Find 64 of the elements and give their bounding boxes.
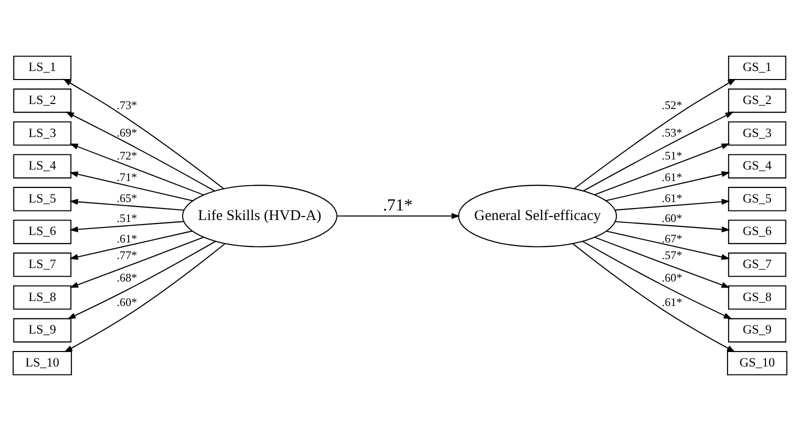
arrow <box>69 221 184 232</box>
node-box: LS_3 <box>13 121 72 146</box>
edge-label: .68* <box>116 271 138 284</box>
arrow <box>615 221 730 232</box>
node-box: GS_2 <box>728 88 786 113</box>
arrow <box>62 78 224 189</box>
edge-label: .72* <box>116 150 138 163</box>
node-box: LS_10 <box>12 350 72 376</box>
node-box: GS_4 <box>728 154 786 178</box>
arrow <box>606 171 730 202</box>
node-box: GS_9 <box>728 318 786 342</box>
arrow <box>69 198 184 211</box>
node-box: LS_1 <box>13 56 72 80</box>
edge-label: .53* <box>662 126 682 140</box>
edge-label: .52* <box>662 98 682 112</box>
edge-label: .60* <box>116 296 138 309</box>
arrow <box>614 198 730 211</box>
edge-label: .60* <box>662 212 682 226</box>
node-ellipse: General Self-efficacy <box>458 184 618 248</box>
arrow <box>70 236 204 288</box>
node-box: LS_8 <box>13 285 72 310</box>
arrow <box>582 240 732 320</box>
node-box: GS_8 <box>728 285 786 310</box>
edge-label: .51* <box>662 150 682 163</box>
node-box: LS_5 <box>13 186 72 212</box>
node-box: GS_1 <box>728 56 786 80</box>
arrow <box>606 230 730 260</box>
arrow <box>70 144 204 196</box>
node-box: LS_6 <box>13 220 72 244</box>
node-box: LS_9 <box>13 318 72 342</box>
arrow <box>64 243 226 352</box>
node-box: GS_3 <box>728 121 786 146</box>
node-ellipse: Life Skills (HVD-A) <box>182 184 338 248</box>
node-box: LS_2 <box>13 88 72 113</box>
arrow <box>594 143 730 196</box>
edge-label: .61* <box>116 232 138 246</box>
edge-label: .60* <box>662 271 682 284</box>
edge-label: .71* <box>116 170 138 184</box>
edge-label: .65* <box>116 192 138 206</box>
arrow <box>574 78 736 190</box>
edge-label: .61* <box>662 296 682 309</box>
edge-label: .71* <box>382 196 413 215</box>
arrow <box>67 240 216 320</box>
node-box: LS_7 <box>13 252 72 277</box>
edge-label: .77* <box>116 249 138 262</box>
arrow <box>572 243 736 352</box>
edge-label: .57* <box>662 249 682 262</box>
arrow <box>70 230 192 260</box>
node-box: GS_6 <box>728 220 786 244</box>
node-box: GS_7 <box>728 252 786 277</box>
node-box: GS_5 <box>728 186 786 212</box>
arrow <box>66 112 215 192</box>
arrow <box>594 236 730 288</box>
node-box: GS_10 <box>727 350 788 376</box>
edge-label: .69* <box>116 126 138 140</box>
edge-label: .73* <box>116 98 138 112</box>
edge-label: .67* <box>662 232 682 246</box>
edge-label: .61* <box>662 192 682 206</box>
edge-label: .61* <box>662 170 682 184</box>
arrow <box>70 171 193 202</box>
edge-label: .51* <box>116 212 138 226</box>
arrow <box>583 112 734 192</box>
arrow <box>337 213 460 219</box>
node-box: LS_4 <box>13 154 72 178</box>
